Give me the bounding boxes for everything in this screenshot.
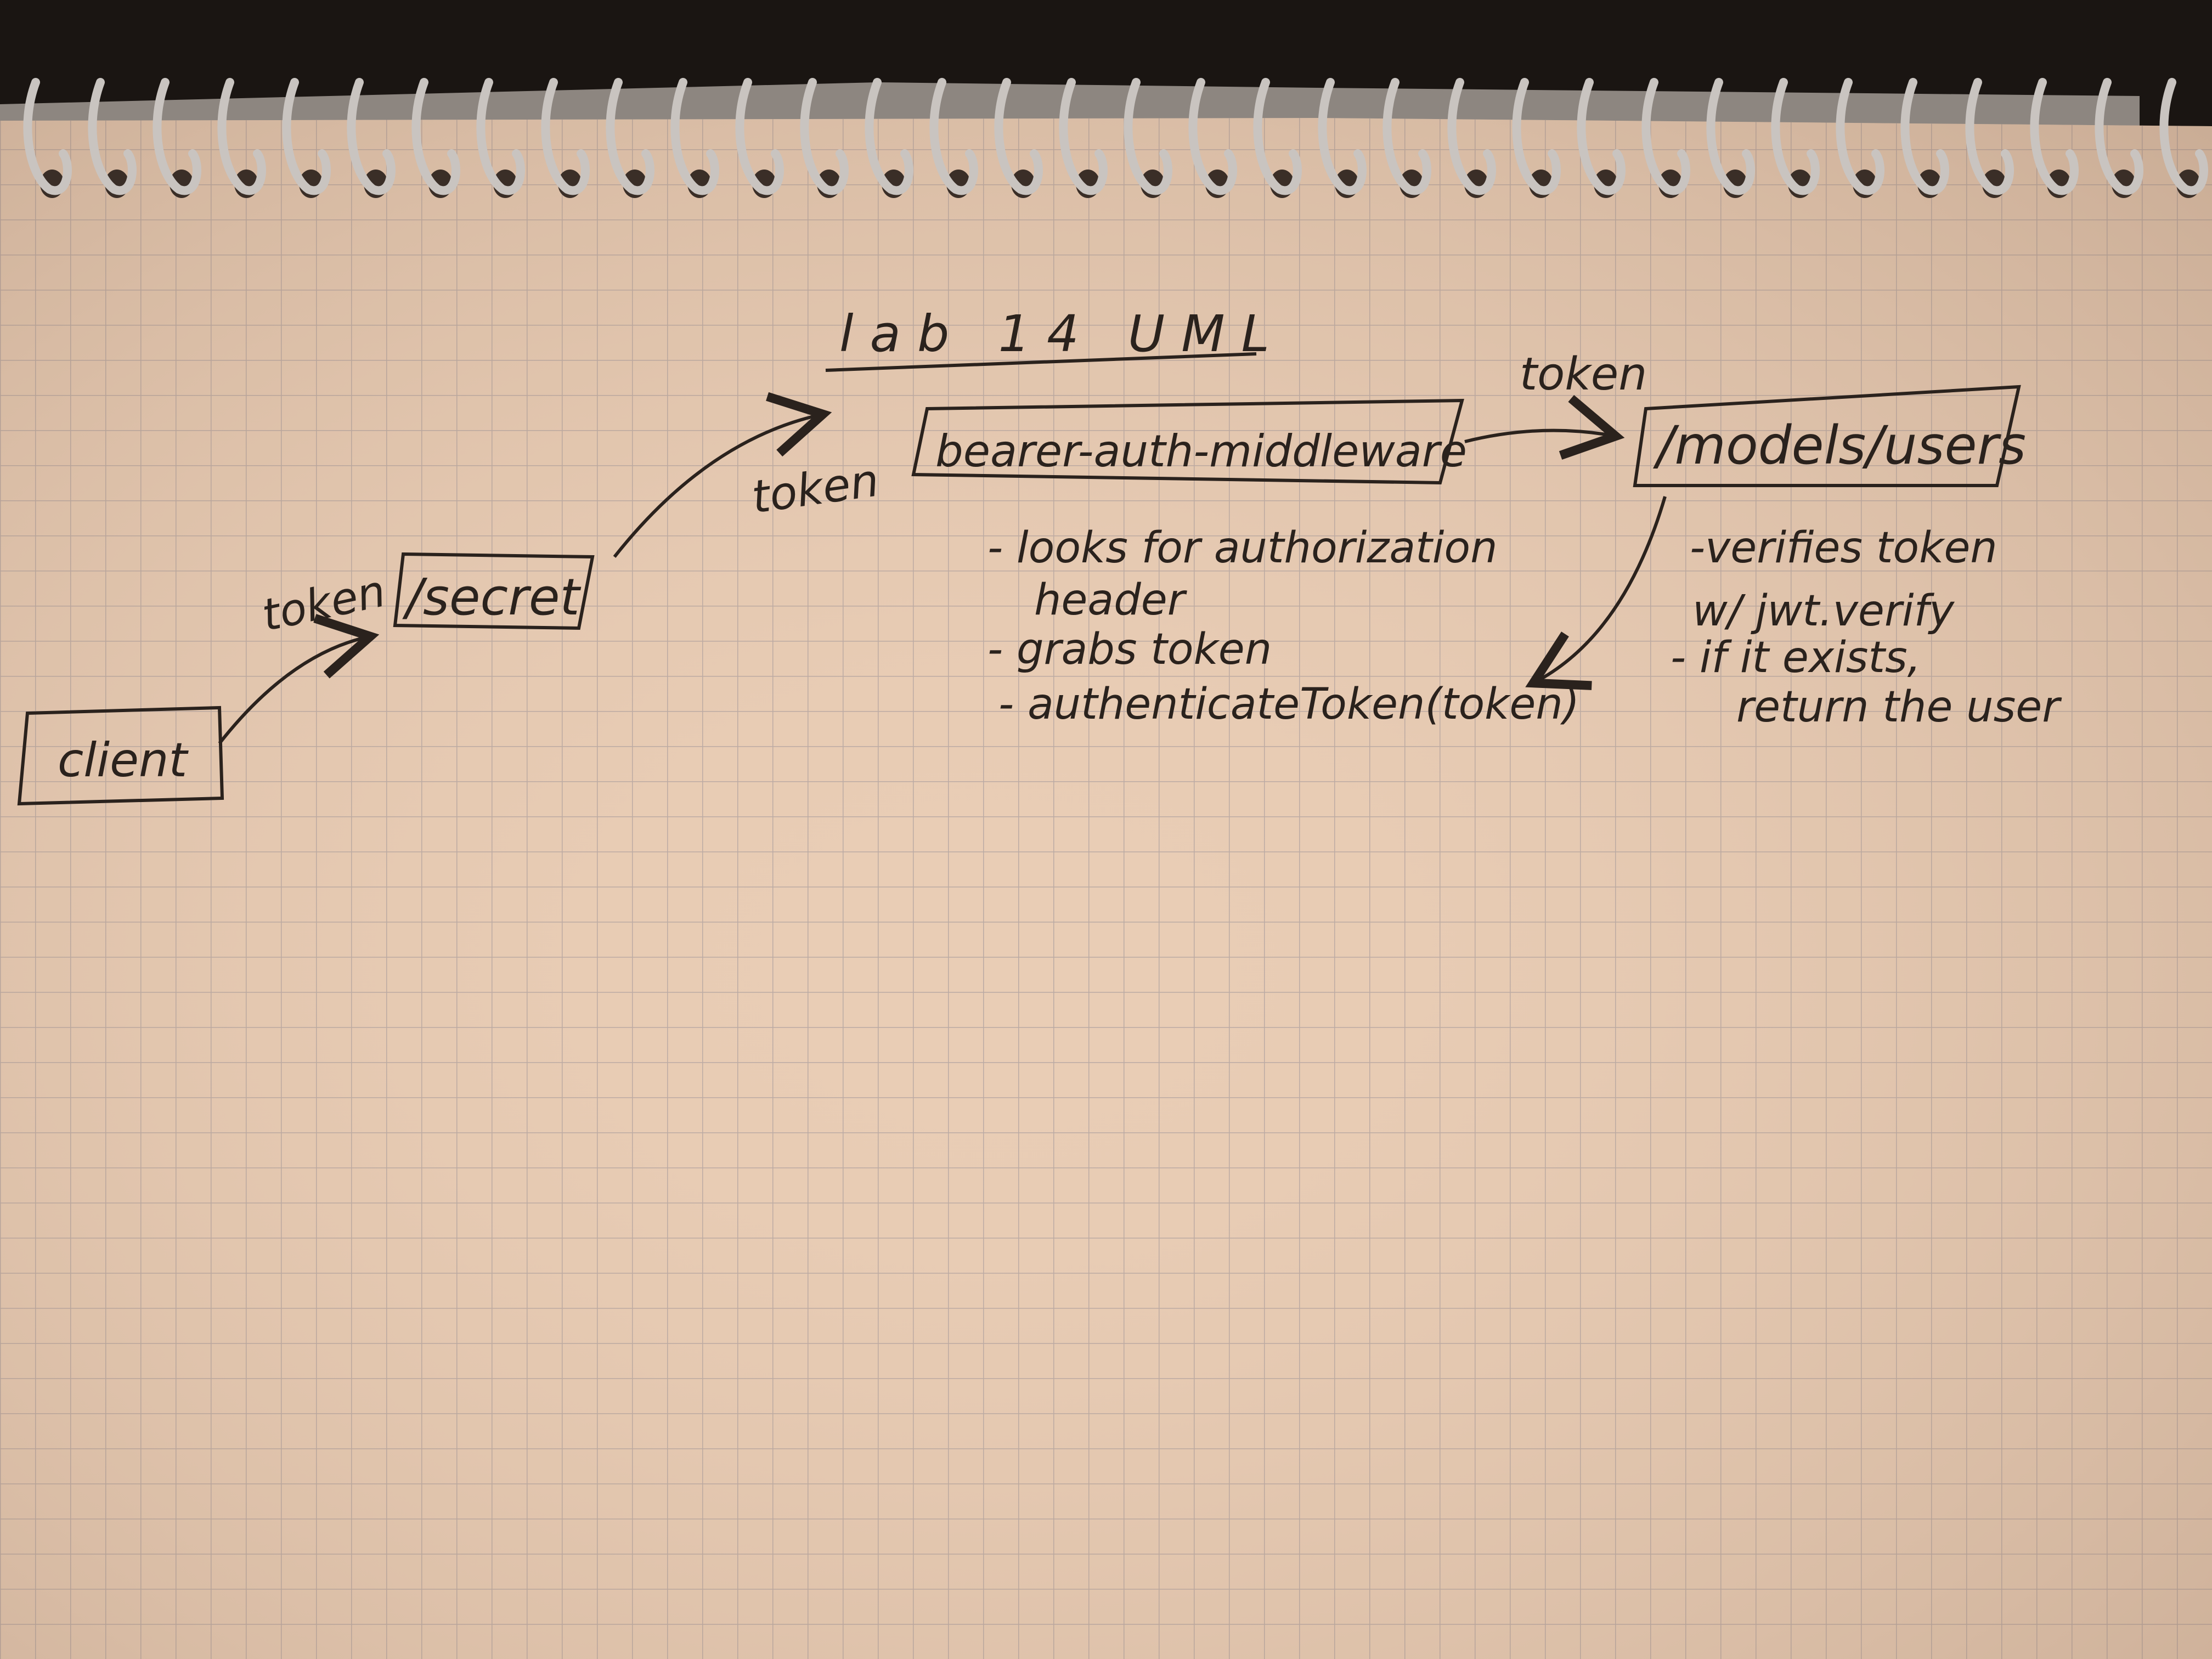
spiral-coil <box>1836 78 1884 195</box>
title-underline <box>825 352 1257 372</box>
spiral-coil <box>606 78 654 195</box>
middleware-notes: - looks for authorization header - grabs… <box>988 523 1579 729</box>
spiral-coil <box>2159 78 2208 195</box>
middleware-note-2: header <box>1034 575 1188 625</box>
node-secret: /secret <box>393 552 595 630</box>
users-note-2: w/ jwt.verify <box>1692 586 1955 636</box>
users-note-4: return the user <box>1736 682 2062 732</box>
spiral-coil <box>1188 78 1237 195</box>
spiral-coil <box>670 78 719 195</box>
spiral-coil <box>282 78 331 195</box>
users-note-3: - if it exists, <box>1671 633 1921 682</box>
edge-users-to-middleware <box>1525 496 1667 690</box>
edge-secret-to-middleware <box>613 392 832 558</box>
spiral-coil <box>1383 78 1431 195</box>
spiral-coil <box>1447 78 1496 195</box>
node-users: /models/users <box>1633 385 2026 487</box>
users-note-1: -verifies token <box>1690 523 1997 573</box>
node-middleware: bearer-auth-middleware <box>911 398 1467 485</box>
spiral-coil <box>735 78 784 195</box>
spiral-coil <box>1641 78 1690 195</box>
spiral-coil <box>865 78 913 195</box>
spiral-coil <box>1124 78 1172 195</box>
spiral-coil <box>88 78 137 195</box>
node-secret-label: /secret <box>402 568 582 627</box>
spiral-coil <box>994 78 1043 195</box>
grid-paper <box>0 118 2212 1659</box>
middleware-note-4: - authenticateToken(token) <box>998 680 1579 729</box>
spiral-coil <box>411 78 460 195</box>
spiral-coil <box>347 78 396 195</box>
spiral-coil <box>476 78 525 195</box>
node-middleware-label: bearer-auth-middleware <box>935 426 1467 477</box>
spiral-coil <box>1512 78 1561 195</box>
spiral-coil <box>153 78 201 195</box>
users-notes: -verifies token w/ jwt.verify - if it ex… <box>1671 523 2062 732</box>
spiral-coil <box>23 78 72 195</box>
middleware-note-3: - grabs token <box>988 625 1272 674</box>
spiral-binding <box>23 78 2208 198</box>
node-client: client <box>17 706 224 806</box>
spiral-coil <box>1965 78 2014 195</box>
edge-middleware-to-users-label: token <box>1520 348 1647 400</box>
spiral-coil <box>1706 78 1755 195</box>
spiral-coil <box>929 78 978 195</box>
spiral-coil <box>217 78 266 195</box>
edge-client-to-secret <box>218 614 380 744</box>
middleware-note-1: - looks for authorization <box>988 523 1498 573</box>
diagram-title: lab 14 UML <box>839 304 1286 363</box>
spiral-coil <box>1059 78 1108 195</box>
spiral-coil <box>1771 78 1820 195</box>
spiral-coil <box>541 78 590 195</box>
spiral-coil <box>2030 78 2079 195</box>
spiral-coil <box>1253 78 1302 195</box>
spiral-coil <box>2095 78 2143 195</box>
node-users-label: /models/users <box>1652 415 2026 476</box>
spiral-coil <box>1318 78 1367 195</box>
spiral-coil <box>800 78 849 195</box>
spiral-coil <box>1900 78 1949 195</box>
spiral-coil <box>1577 78 1626 195</box>
edge-middleware-to-users <box>1464 394 1625 460</box>
node-client-label: client <box>58 733 189 788</box>
